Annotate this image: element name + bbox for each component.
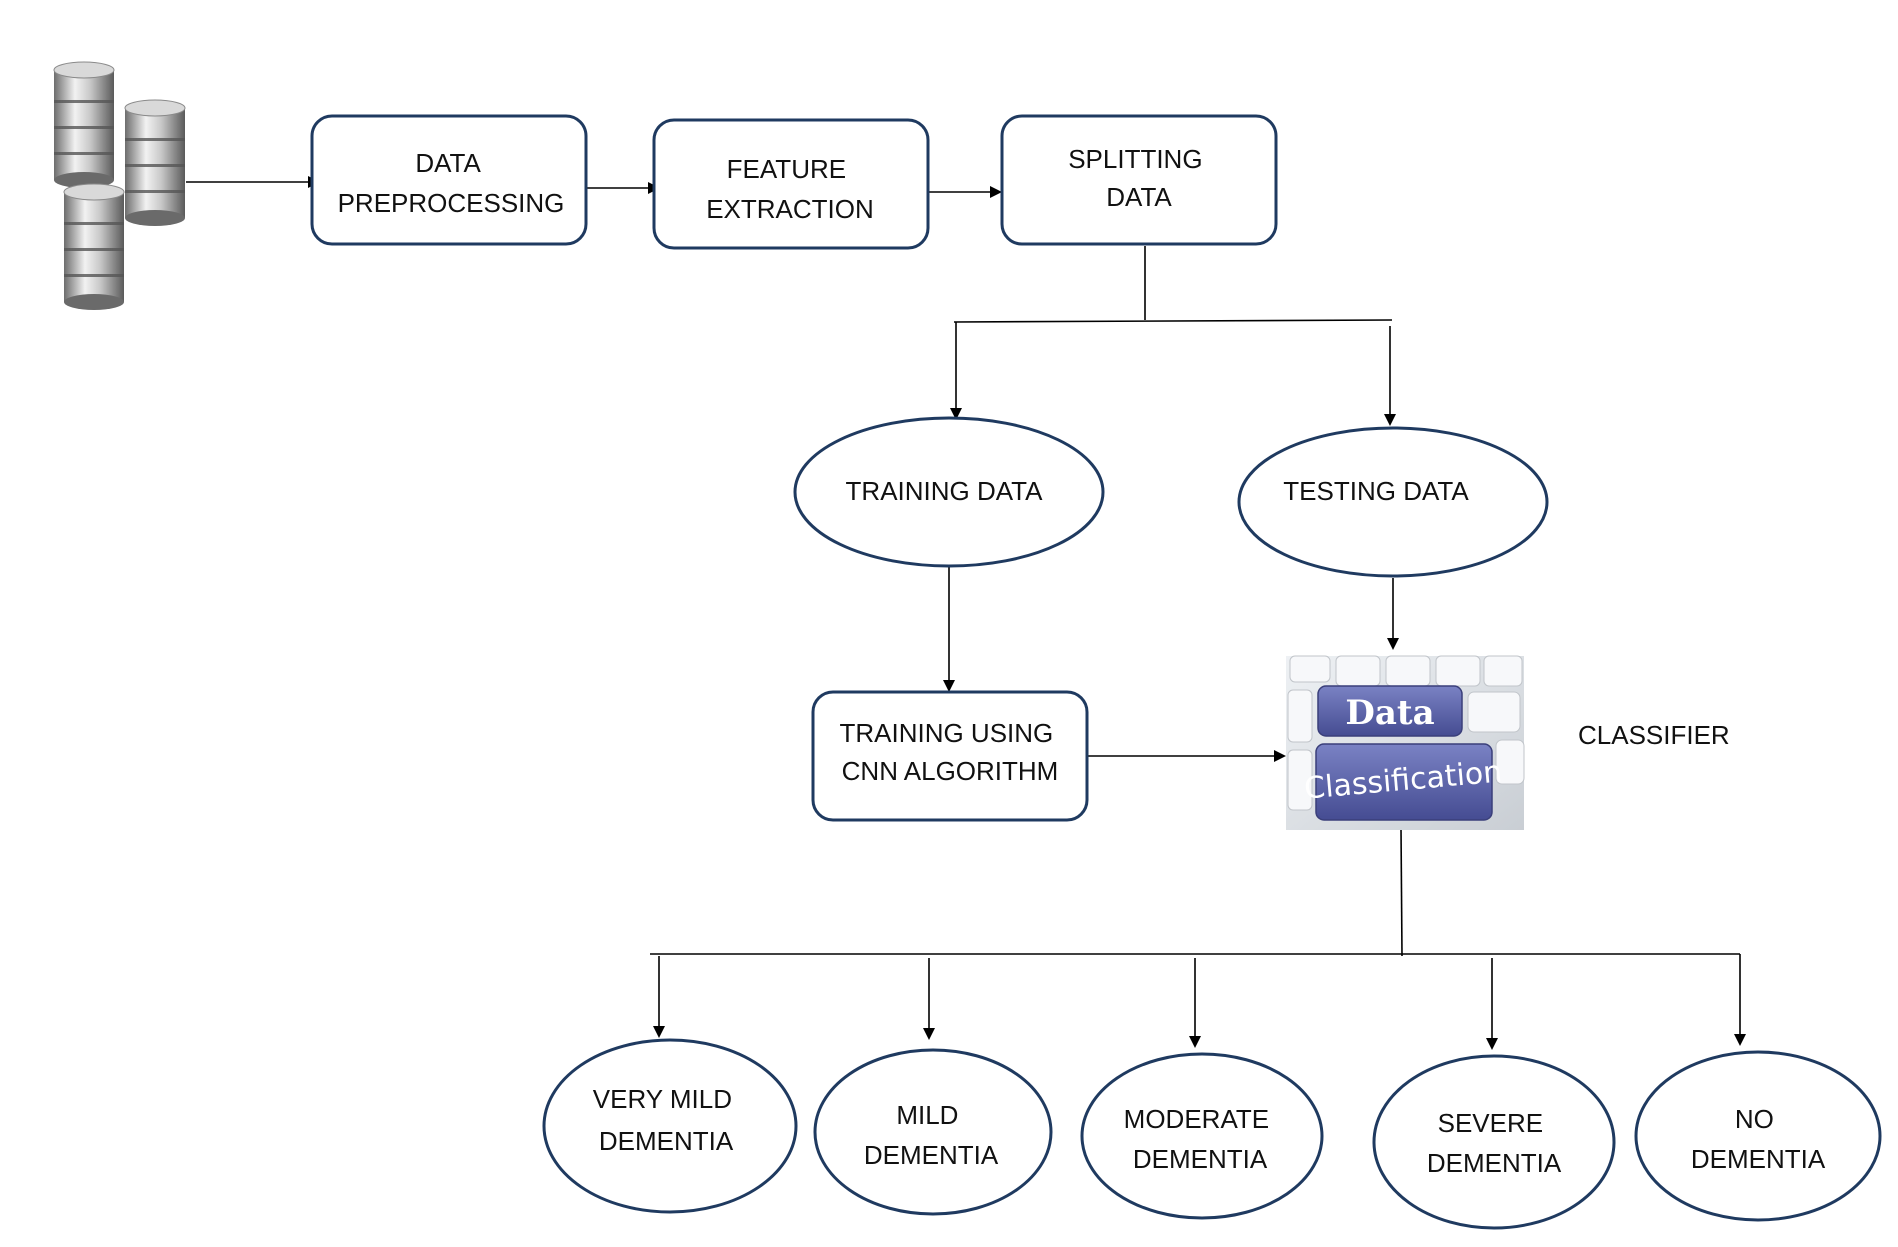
very-mild-line-2: DEMENTIA	[599, 1126, 734, 1156]
no-dementia-line-2: DEMENTIA	[1691, 1144, 1826, 1174]
splitting-data-line-1: SPLITTING	[1068, 144, 1202, 174]
no-dementia-node: NO DEMENTIA	[1634, 1050, 1882, 1222]
svg-text:TESTING DATA: TESTING DATA	[1283, 476, 1469, 506]
severe-dementia-node: SEVERE DEMENTIA	[1372, 1054, 1616, 1230]
classifier-label: CLASSIFIER	[1578, 720, 1730, 750]
svg-text:MILD DEMENTIA: MILD DEMENTIA	[864, 1100, 999, 1170]
svg-text:SEVERE DEMENTIA: SEVERE DEMENTIA	[1427, 1108, 1562, 1178]
splitting-data-line-2: DATA	[1106, 182, 1172, 212]
edge-classifier-down	[1400, 827, 1403, 957]
training-cnn-line-1: TRAINING USING	[839, 718, 1053, 748]
svg-text:SPLITTING DATA: SPLITTING DATA	[1068, 144, 1210, 212]
svg-text:FEATURE EXTRACTION: FEATURE EXTRACTION	[706, 154, 874, 224]
severe-line-2: DEMENTIA	[1427, 1148, 1562, 1178]
severe-line-1: SEVERE	[1438, 1108, 1544, 1138]
feature-extraction-line-1: FEATURE	[727, 154, 846, 184]
data-preprocessing-node: DATA PREPROCESSING	[310, 114, 588, 246]
moderate-line-1: MODERATE	[1124, 1104, 1269, 1134]
no-dementia-line-1: NO	[1735, 1104, 1774, 1134]
testing-data-node: TESTING DATA	[1237, 426, 1549, 578]
connectors	[186, 176, 1746, 1050]
training-data-label: TRAINING DATA	[846, 476, 1044, 506]
svg-text:MODERATE DEMENTIA: MODERATE DEMENTIA	[1124, 1104, 1277, 1174]
splitting-data-node: SPLITTING DATA	[1000, 114, 1278, 246]
moderate-line-2: DEMENTIA	[1133, 1144, 1268, 1174]
data-preprocessing-line-2: PREPROCESSING	[338, 188, 565, 218]
data-classification-keyboard-icon: Data Classification	[1286, 655, 1525, 830]
training-cnn-node: TRAINING USING CNN ALGORITHM	[811, 690, 1089, 822]
testing-data-label: TESTING DATA	[1283, 476, 1469, 506]
feature-extraction-line-2: EXTRACTION	[706, 194, 874, 224]
mild-line-1: MILD	[896, 1100, 958, 1130]
edge-split-horizontal	[953, 319, 1393, 323]
mild-line-2: DEMENTIA	[864, 1140, 999, 1170]
classifier-key-top: Data	[1345, 693, 1434, 733]
database-icon	[53, 61, 186, 311]
svg-text:TRAINING USING CNN ALGOR: TRAINING USING CNN ALGORITHM	[839, 718, 1060, 786]
data-preprocessing-line-1: DATA	[415, 148, 481, 178]
very-mild-line-1: VERY MILD	[593, 1084, 732, 1114]
very-mild-dementia-node: VERY MILD DEMENTIA	[542, 1038, 798, 1214]
svg-text:VERY MILD DEMENTIA: VERY MILD DEMENTIA	[593, 1084, 739, 1156]
moderate-dementia-node: MODERATE DEMENTIA	[1080, 1052, 1324, 1220]
feature-extraction-node: FEATURE EXTRACTION	[652, 118, 930, 250]
svg-text:NO DEMENTIA: NO DEMENTIA	[1691, 1104, 1826, 1174]
mild-dementia-node: MILD DEMENTIA	[813, 1048, 1053, 1216]
training-cnn-line-2: CNN ALGORITHM	[842, 756, 1059, 786]
svg-text:TRAINING DATA: TRAINING DATA	[846, 476, 1044, 506]
svg-text:DATA PREPROCESSING: DATA PREPROCESSING	[338, 148, 565, 218]
training-data-node: TRAINING DATA	[793, 416, 1105, 568]
